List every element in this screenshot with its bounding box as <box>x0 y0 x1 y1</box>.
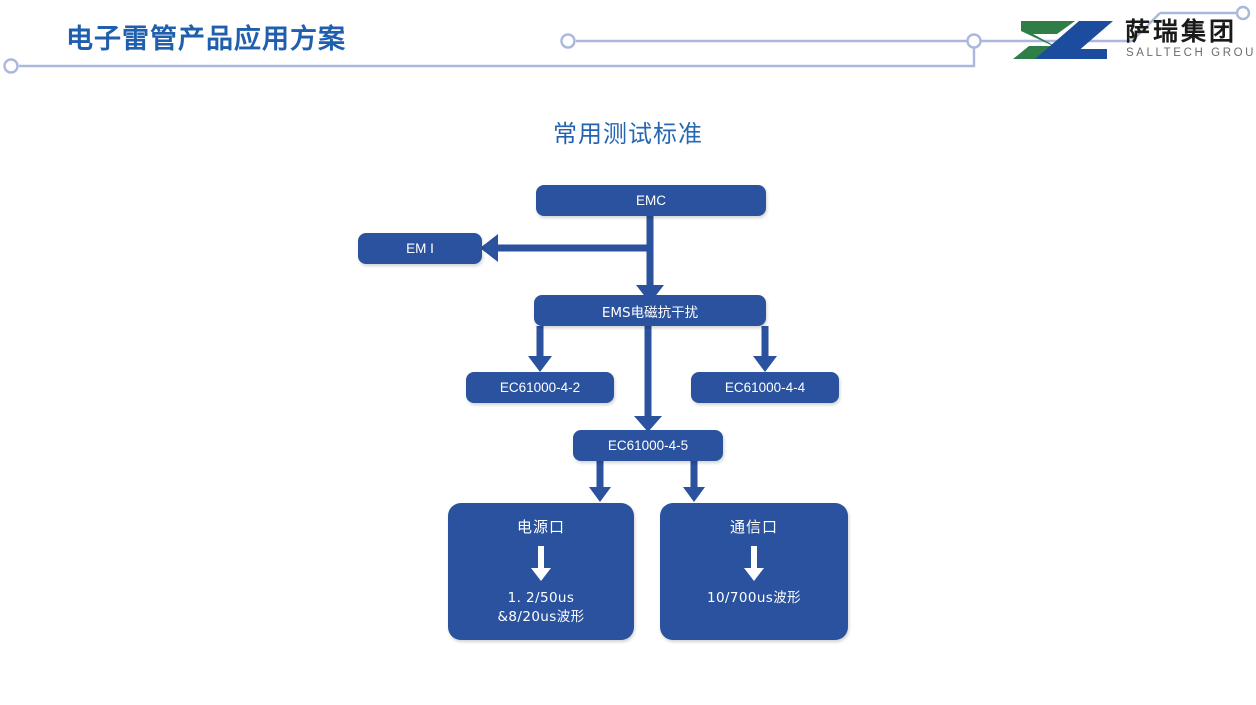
logo-company-name-en: SALLTECH GROUP <box>1126 47 1256 59</box>
node-ec61000-4-2[interactable]: EC61000-4-2 <box>466 372 614 403</box>
arrowhead-ems-to-ec444 <box>753 356 777 372</box>
node-comm-port[interactable]: 通信口 10/700us波形 <box>660 503 848 640</box>
node-power-port-line1: 1. 2/50us <box>507 590 575 606</box>
node-ec61000-4-2-label: EC61000-4-2 <box>499 380 581 395</box>
node-emc[interactable]: EMC <box>536 185 766 216</box>
node-comm-port-body: 10/700us波形 <box>707 589 801 608</box>
page-title: 电子雷管产品应用方案 <box>66 24 346 55</box>
arrowhead-ec445-to-power-port <box>589 487 611 502</box>
arrowhead-ec445-to-comm-port <box>683 487 705 502</box>
node-power-port-title: 电源口 <box>516 518 565 536</box>
node-ec61000-4-4-label: EC61000-4-4 <box>724 380 806 395</box>
node-emc-label: EMC <box>636 193 666 208</box>
node-emi-label: EM I <box>406 241 434 256</box>
down-arrow-icon <box>531 546 551 581</box>
node-emi[interactable]: EM I <box>358 233 482 264</box>
arrowhead-ems-to-ec442 <box>528 356 552 372</box>
node-ems[interactable]: EMS电磁抗干扰 <box>534 295 766 326</box>
node-power-port[interactable]: 电源口 1. 2/50us &8/20us波形 <box>448 503 634 640</box>
salltech-logo-mark <box>1013 21 1113 59</box>
down-arrow-icon <box>744 546 764 581</box>
node-ec61000-4-5[interactable]: EC61000-4-5 <box>573 430 723 461</box>
node-comm-port-title: 通信口 <box>729 518 778 536</box>
node-ec61000-4-5-label: EC61000-4-5 <box>607 438 689 453</box>
node-power-port-body: 1. 2/50us &8/20us波形 <box>497 589 584 627</box>
node-comm-port-line1: 10/700us波形 <box>706 590 802 606</box>
node-ems-label: EMS电磁抗干扰 <box>601 304 699 321</box>
slide-subtitle: 常用测试标准 <box>0 114 1256 149</box>
arrowhead-emc-to-emi <box>480 234 498 262</box>
logo-company-name-cn: 萨瑞集团 <box>1125 17 1238 46</box>
company-logo: 萨瑞集团 SALLTECH GROUP <box>1013 16 1256 64</box>
node-power-port-line2: &8/20us波形 <box>497 609 585 625</box>
node-ec61000-4-4[interactable]: EC61000-4-4 <box>691 372 839 403</box>
slide-header: 电子雷管产品应用方案 萨瑞集团 SALLTECH GROUP <box>0 0 1256 90</box>
